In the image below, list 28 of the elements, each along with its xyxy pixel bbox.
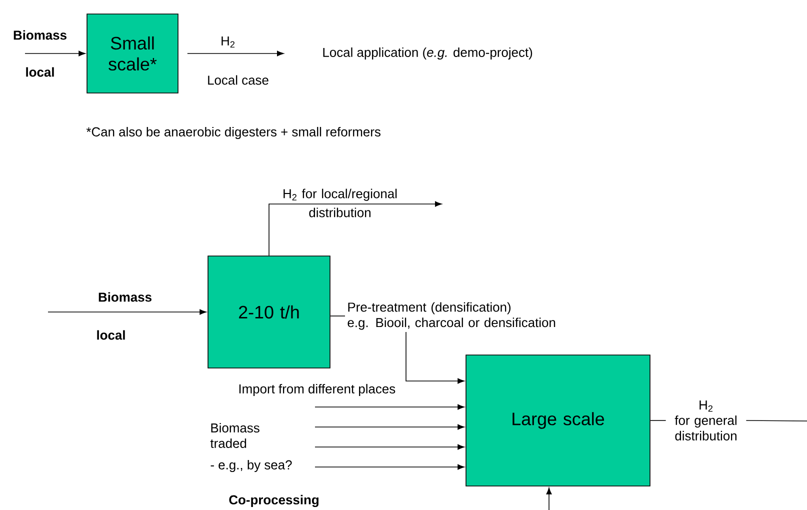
arrow xyxy=(314,424,464,430)
label-text: Biomass traded xyxy=(210,423,260,448)
annotation-text: H$_{2}$ for general distribution xyxy=(674,400,736,440)
process-box: 2-10 t/h xyxy=(208,256,330,368)
arrow xyxy=(24,50,86,56)
process-box: Small scale* xyxy=(86,14,178,94)
label-text: local xyxy=(97,330,125,340)
label-text: Local case xyxy=(208,75,268,85)
edge-label: H$_{2}$ xyxy=(220,35,236,49)
arrow xyxy=(314,404,464,410)
label-text: local xyxy=(26,67,54,77)
edge-label: H$_{2}$ for local/regional distribution xyxy=(284,188,397,218)
label-text: Biomass xyxy=(98,292,152,302)
arrow xyxy=(314,444,464,450)
label-text: - e.g., by sea? xyxy=(210,460,292,472)
label-text: Import from different places xyxy=(239,384,396,396)
label-text: *Can also be anaerobic digesters + small reformers xyxy=(86,126,380,140)
process-box: Large scale xyxy=(466,354,650,486)
arrow xyxy=(546,488,552,510)
arrow xyxy=(406,332,464,384)
label-text: Co-processing xyxy=(229,494,318,508)
arrow xyxy=(314,464,464,470)
label-text: Biomass xyxy=(14,30,66,40)
arrow xyxy=(48,309,206,315)
arrow xyxy=(268,201,442,256)
annotation-text: Local application (e.g. demo-project) xyxy=(323,47,532,60)
annotation-text: Pre-treatment (densification) e.g. Biooil, charcoal or densification xyxy=(348,302,556,330)
arrow xyxy=(187,50,284,56)
